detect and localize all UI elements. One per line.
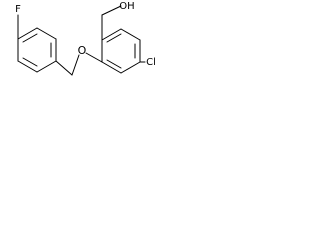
- left-ring-bond-5: [17, 60, 38, 73]
- chemical-structure-diagram: OH O Cl F: [0, 0, 158, 94]
- left-ring-inner-bond-1: [22, 33, 38, 43]
- right-ring-bond-5: [101, 61, 122, 74]
- ether-oxygen-label: O: [78, 44, 87, 57]
- atom-labels: OH O Cl F: [15, 1, 156, 68]
- right-ring-inner-bond-1: [106, 33, 122, 43]
- aryl-o-bond: [85, 52, 103, 63]
- chlorine-label: Cl: [146, 57, 156, 68]
- right-ring-inner-bond-3: [106, 59, 122, 69]
- left-ring-bond-2: [36, 27, 57, 40]
- ch2-aryl-bond: [55, 60, 73, 76]
- molecule-svg: OH O Cl F: [15, 1, 156, 76]
- right-ring-bond-4: [120, 61, 141, 74]
- substituents: [17, 5, 146, 76]
- hydroxyl-bond: [101, 5, 122, 16]
- hydroxyl-label: OH: [119, 1, 134, 12]
- right-ring-bond-2: [120, 28, 141, 41]
- left-ring-bond-1: [17, 27, 38, 40]
- right-ring-bond-1: [101, 28, 122, 41]
- left-ring-bond-4: [36, 60, 57, 73]
- fluorine-label: F: [15, 4, 21, 15]
- left-ring-inner-bond-3: [22, 57, 38, 67]
- left-ring: [17, 27, 57, 73]
- right-ring: [101, 28, 141, 74]
- o-ch2-bond: [71, 54, 80, 76]
